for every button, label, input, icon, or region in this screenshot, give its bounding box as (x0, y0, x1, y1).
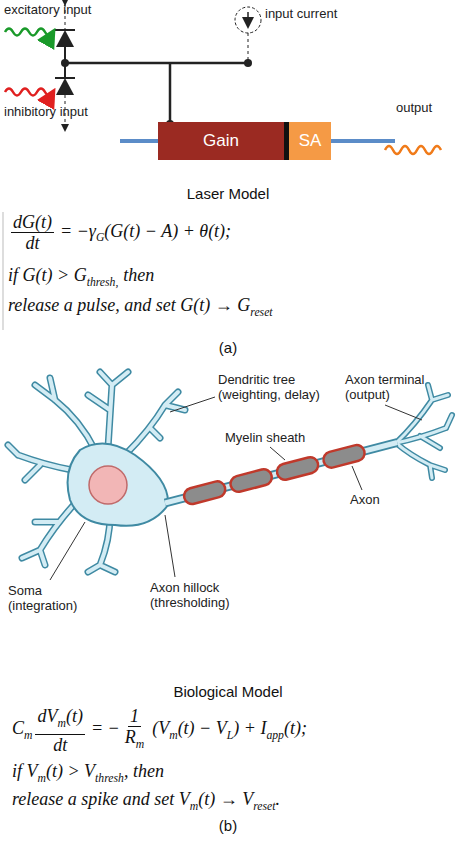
subscript: reset (253, 800, 275, 813)
part-name: Axon hillock (thresholding) (150, 580, 260, 610)
equation-term: (t) (66, 706, 83, 726)
panel-title: Biological Model (173, 684, 282, 699)
equation-term: = −γ (60, 221, 96, 241)
panel-title: Laser Model (187, 186, 270, 201)
equation: release a spike and set Vm(t) → Vreset. (12, 788, 280, 818)
equation-term: (V (152, 718, 169, 738)
equation-term: if V (12, 761, 38, 781)
equation-term: (t) → V (198, 789, 253, 809)
equation-term: = − (91, 718, 120, 738)
gain-section: Gain (158, 122, 284, 160)
subscript: thresh (95, 772, 124, 785)
equation: if Vm(t) > Vthresh, then (12, 760, 164, 790)
part-name: Axon terminal (output) (345, 372, 445, 402)
equation-term: (t) > V (46, 761, 95, 781)
equation-term: 1 (130, 706, 139, 726)
part-name: Myelin sheath (225, 430, 305, 445)
part-name: Dendritic tree (weighting, delay) (218, 372, 338, 402)
equation-term: release a pulse, and set G(t) → G (8, 295, 250, 315)
subscript: reset (250, 306, 272, 319)
input-label: excitatory input (4, 2, 91, 17)
equation-term: . (276, 789, 281, 809)
subscript: L (227, 729, 234, 742)
subscript: m (136, 738, 144, 751)
input-label: input current (265, 6, 337, 21)
equation: if G(t) > Gthresh, then (8, 264, 154, 294)
equation-term: (G(t) − A) + θ(t); (104, 221, 231, 241)
subscript: m (57, 717, 65, 730)
subscript: app (266, 729, 284, 742)
subscript: G (96, 231, 104, 244)
equation: dG(t)dt = −γG(G(t) − A) + θ(t); (8, 212, 231, 253)
panel-tag: (b) (219, 818, 237, 833)
equation-term: if G(t) > G (8, 265, 87, 285)
denominator: dt (23, 233, 41, 253)
equation: release a pulse, and set G(t) → Greset (8, 294, 273, 324)
equation-term: then (123, 265, 154, 285)
fraction: dG(t)dt (11, 212, 54, 253)
equation-term: release a spike and set V (12, 789, 190, 809)
output-label: output (396, 100, 432, 115)
subscript: thresh, (87, 276, 119, 289)
denominator: Rm (123, 727, 146, 755)
equation-term: C (12, 718, 24, 738)
saturable-absorber-label: SA (299, 131, 322, 151)
part-name: Soma (integration) (8, 583, 98, 613)
subscript: m (190, 800, 198, 813)
panel-tag: (a) (219, 340, 237, 355)
numerator: 1 (128, 706, 141, 727)
equation-term: dt (25, 233, 39, 253)
denominator: dt (51, 735, 69, 755)
equation-term: (t) − V (178, 718, 227, 738)
numerator: dG(t) (11, 212, 54, 233)
equation-term: (t); (284, 718, 307, 738)
equation-term: R (125, 727, 136, 747)
part-name: Axon (350, 492, 380, 507)
equation-term: , then (124, 761, 164, 781)
equation-term: dV (37, 706, 57, 726)
equation-term: dt (53, 735, 67, 755)
gain-section-label: Gain (203, 131, 239, 151)
equation: CmdVm(t)dt= −1Rm(Vm(t) − VL) + Iapp(t); (12, 706, 307, 755)
saturable-absorber: SA (289, 122, 331, 160)
subscript: m (169, 729, 177, 742)
subscript: m (24, 729, 32, 742)
fraction: dVm(t)dt (35, 706, 84, 755)
subscript: m (38, 772, 46, 785)
input-label: inhibitory input (4, 104, 88, 119)
numerator: dVm(t) (35, 706, 84, 735)
equation-term: dG(t) (13, 212, 52, 232)
fraction: 1Rm (123, 706, 146, 755)
equation-term: ) + I (233, 718, 266, 738)
